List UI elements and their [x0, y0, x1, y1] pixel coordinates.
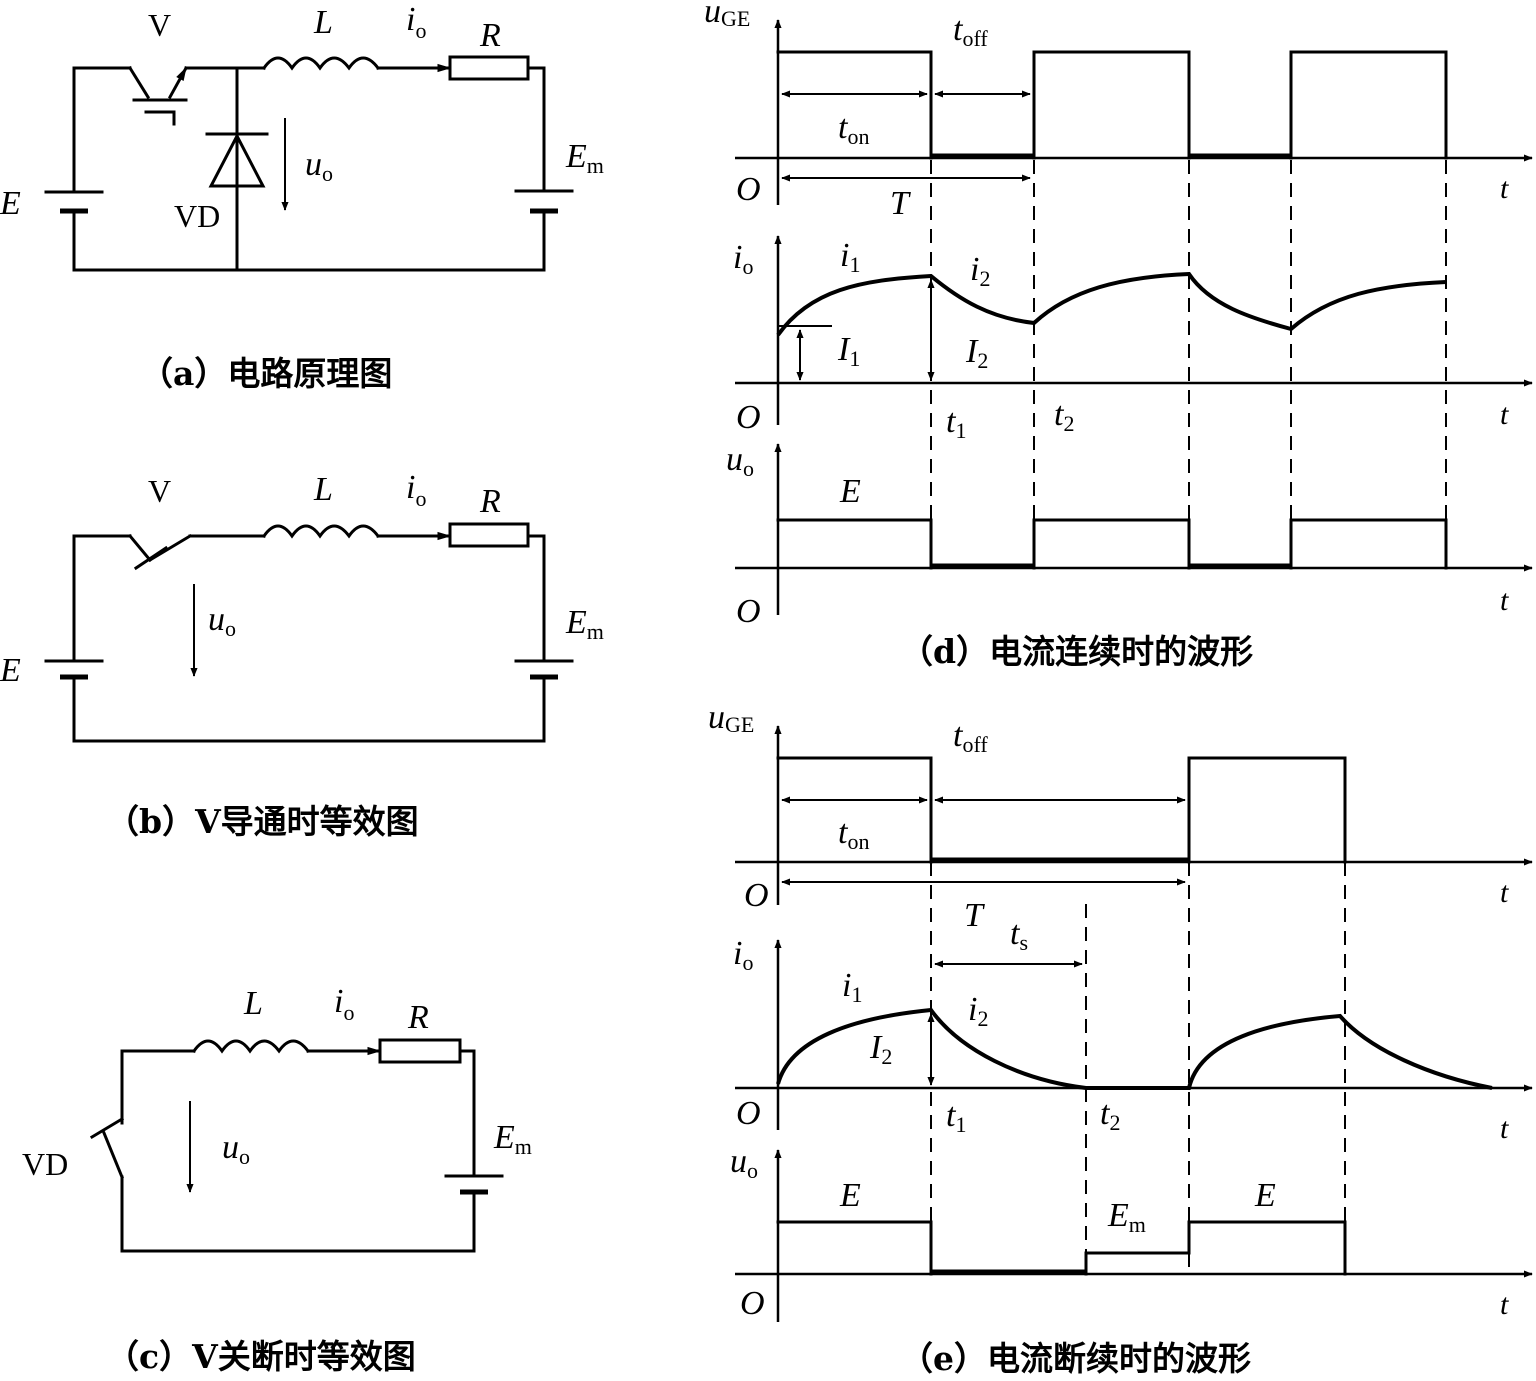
e-uge-panel: uGE toff ton T O t: [708, 699, 1533, 934]
caption-e: （e）电流断续时的波形: [900, 1339, 1251, 1378]
e-t-axis-1: t: [1500, 876, 1509, 909]
label-E: E: [0, 652, 21, 689]
label-R: R: [479, 17, 501, 54]
d-current-curve: [776, 271, 1447, 337]
circuit-c: L io R uo VD Em （c）V关断时等效图: [22, 983, 532, 1376]
label-E: E: [0, 185, 21, 222]
d-uge-panel: uGE toff ton T O t: [704, 0, 1533, 222]
e-E-level-label-2: E: [1254, 1177, 1276, 1214]
inductor-L-coil: [261, 524, 381, 539]
d-t-axis-1: t: [1500, 172, 1509, 205]
e-ton-label: ton: [838, 814, 869, 854]
label-uo: uo: [222, 1129, 250, 1169]
caption-b: （b）V导通时等效图: [106, 802, 419, 841]
label-io: io: [334, 983, 354, 1025]
d-I1-label: I1: [837, 331, 860, 371]
e-i2-label: i2: [968, 991, 988, 1031]
d-i1-label: i1: [840, 237, 860, 277]
d-origin-1: O: [736, 171, 761, 208]
label-V: V: [148, 473, 171, 509]
label-R: R: [479, 483, 501, 520]
e-I2-label: I2: [869, 1029, 892, 1069]
d-t-axis-2: t: [1500, 398, 1509, 431]
d-io-panel: io i1 i2 I1 I2 O t1 t2 t: [733, 235, 1533, 443]
d-I2-label: I2: [965, 333, 988, 373]
d-uo-label: uo: [726, 441, 754, 481]
e-uge-label: uGE: [708, 699, 754, 737]
circuit-a-wires: [72, 63, 546, 272]
e-E-level-label-1: E: [839, 1177, 861, 1214]
e-i1-label: i1: [842, 967, 862, 1007]
e-t2-label: t2: [1100, 1095, 1120, 1135]
label-io: io: [406, 1, 426, 43]
e-io-panel: io ts i1 i2 I2 O t1 t2 t: [733, 915, 1533, 1145]
waveforms-e: uGE toff ton T O t io ts i1 i2 I2 O t1 t…: [708, 699, 1533, 1378]
d-uge-label: uGE: [704, 0, 750, 31]
e-io-label: io: [733, 935, 753, 975]
caption-d: （d）电流连续时的波形: [900, 632, 1253, 671]
e-ts-label: ts: [1010, 915, 1028, 955]
e-uo-label: uo: [730, 1143, 758, 1183]
emf-Em-battery: [514, 659, 574, 680]
e-toff-label: toff: [953, 717, 988, 757]
d-ton-label: ton: [838, 109, 869, 149]
inductor-L-coil: [261, 56, 381, 71]
e-current-curve: [776, 1007, 1493, 1090]
d-uo-panel: uo E O t: [726, 441, 1533, 630]
circuit-a: V L io R uo VD E Em （a）电路原理图: [0, 1, 604, 393]
d-T-label: T: [890, 185, 911, 222]
label-uo: uo: [305, 146, 333, 186]
label-uo: uo: [208, 601, 236, 641]
d-t1-label: t1: [946, 403, 966, 443]
inductor-L-coil: [191, 1039, 311, 1054]
label-io: io: [406, 469, 426, 511]
label-VD: VD: [174, 198, 220, 234]
label-L: L: [243, 985, 263, 1022]
e-Em-level-label: Em: [1107, 1197, 1146, 1237]
switch-V-closed: [127, 533, 193, 571]
e-t1-label: t1: [946, 1097, 966, 1137]
e-t-axis-3: t: [1500, 1288, 1509, 1321]
d-toff-label: toff: [953, 11, 988, 51]
resistor-R-box: [378, 1038, 462, 1064]
label-R: R: [407, 999, 429, 1036]
e-origin-3: O: [740, 1285, 765, 1322]
d-E-level-label: E: [839, 473, 861, 510]
d-t-axis-3: t: [1500, 584, 1509, 617]
waveforms-d: uGE toff ton T O t io i1 i2 I1 I2 O t1 t…: [704, 0, 1533, 671]
e-origin-1: O: [744, 877, 769, 914]
switch-VD-closed: [89, 1116, 125, 1179]
label-Em: Em: [493, 1119, 532, 1159]
label-V: V: [148, 7, 171, 43]
label-L: L: [313, 471, 333, 508]
e-t-axis-2: t: [1500, 1112, 1509, 1145]
e-uo-panel: uo E Em E O t: [730, 1143, 1533, 1322]
resistor-R-box: [448, 55, 530, 81]
label-Em: Em: [565, 604, 604, 644]
diode-VD-symbol: [205, 132, 269, 188]
resistor-R-box: [448, 522, 530, 548]
source-E-battery: [44, 659, 104, 680]
source-E-battery: [44, 190, 104, 214]
emf-Em-battery: [514, 189, 574, 214]
d-time-markers: [930, 160, 1447, 568]
d-i2-label: i2: [970, 251, 990, 291]
label-VD: VD: [22, 1146, 68, 1182]
d-origin-3: O: [736, 593, 761, 630]
label-Em: Em: [565, 138, 604, 178]
e-origin-2: O: [736, 1095, 761, 1132]
d-io-label: io: [733, 239, 753, 279]
emf-Em-battery: [444, 1174, 504, 1195]
caption-a: （a）电路原理图: [140, 354, 392, 393]
igbt-V-symbol: [127, 65, 189, 126]
e-T-label: T: [964, 897, 985, 934]
d-t2-label: t2: [1054, 396, 1074, 436]
label-L: L: [313, 4, 333, 41]
circuit-b: V L io R uo E Em （b）V导通时等效图: [0, 469, 604, 841]
caption-c: （c）V关断时等效图: [106, 1337, 416, 1376]
d-origin-2: O: [736, 399, 761, 436]
